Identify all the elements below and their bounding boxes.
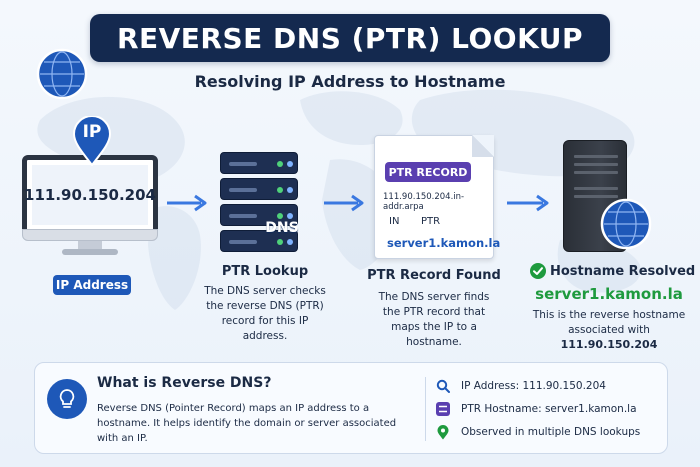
- arrow-right-icon: [167, 194, 207, 212]
- monitor-icon: 111.90.150.204: [22, 155, 158, 255]
- map-pin-icon: [72, 116, 112, 166]
- pin-label: IP: [82, 122, 102, 142]
- screen-ip-address: 111.90.150.204: [24, 186, 156, 204]
- resolved-description: This is the reverse hostname associated …: [532, 309, 686, 336]
- divider: [425, 377, 426, 441]
- lightbulb-icon: [47, 379, 87, 419]
- lookup-description: The DNS server checks the reverse DNS (P…: [204, 285, 326, 342]
- record-hostname: server1.kamon.la: [387, 236, 501, 250]
- arpa-name: 111.90.150.204.in-addr.arpa: [383, 192, 465, 212]
- record-class: IN: [389, 216, 400, 227]
- info-body: Reverse DNS (Pointer Record) maps an IP …: [97, 403, 397, 444]
- ptr-record-badge: PTR RECORD: [385, 162, 471, 182]
- resolved-ip: 111.90.150.204: [560, 338, 658, 351]
- resolved-hostname: server1.kamon.la: [535, 285, 683, 303]
- page-title: REVERSE DNS (PTR) LOOKUP: [116, 21, 584, 55]
- record-title: PTR Record Found: [367, 268, 501, 283]
- record-description: The DNS server finds the PTR record that…: [378, 291, 490, 348]
- dns-server-icon: [220, 152, 310, 252]
- resolved-title: Hostname Resolved: [550, 264, 696, 279]
- lookup-title: PTR Lookup: [221, 264, 309, 279]
- globe-icon: [36, 48, 88, 100]
- info-panel: What is Reverse DNS? Reverse DNS (Pointe…: [34, 362, 668, 454]
- record-type: PTR: [421, 216, 441, 227]
- info-item-text: PTR Hostname: server1.kamon.la: [461, 403, 637, 415]
- info-item: IP Address: 111.90.150.204: [435, 377, 606, 395]
- title-banner: REVERSE DNS (PTR) LOOKUP: [90, 14, 610, 62]
- check-circle-icon: [530, 263, 546, 279]
- info-item-text: IP Address: 111.90.150.204: [461, 380, 606, 392]
- dns-badge: DNS: [265, 220, 299, 236]
- server-icon: [435, 401, 451, 417]
- arrow-right-icon: [507, 194, 549, 212]
- page-subtitle: Resolving IP Address to Hostname: [194, 72, 506, 91]
- ip-address-label: IP Address: [53, 275, 131, 295]
- document-icon: PTR RECORD 111.90.150.204.in-addr.arpa I…: [374, 135, 500, 259]
- monitor-screen: 111.90.150.204: [22, 155, 158, 239]
- search-icon: [435, 378, 451, 394]
- info-item-text: Observed in multiple DNS lookups: [461, 426, 641, 438]
- arrow-right-icon: [324, 194, 364, 212]
- info-title: What is Reverse DNS?: [97, 375, 272, 391]
- info-item: Observed in multiple DNS lookups: [435, 423, 640, 441]
- info-item: PTR Hostname: server1.kamon.la: [435, 400, 637, 418]
- location-pin-icon: [435, 424, 451, 440]
- globe-icon: [600, 198, 652, 250]
